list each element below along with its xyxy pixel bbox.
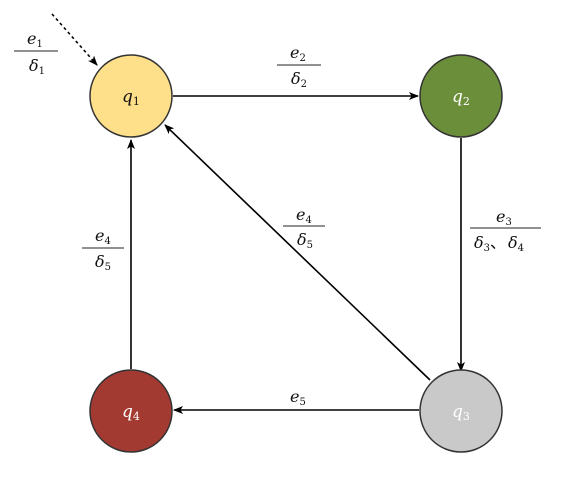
state-q1-circle — [89, 54, 173, 138]
state-q4: q4 — [89, 369, 173, 453]
state-q3: q3 — [419, 369, 503, 453]
label-q1-q2-bottom: δ2 — [291, 69, 307, 90]
label-initial-top: e1 — [27, 29, 43, 50]
label-q2-q3: e3 δ3、δ4 — [470, 207, 541, 254]
state-q1: q1 — [89, 54, 173, 138]
state-q4-label: q4 — [122, 402, 140, 423]
state-q4-circle — [89, 369, 173, 453]
label-q4-q1-top: e4 — [95, 226, 111, 247]
label-q3-q4-text: e5 — [290, 387, 306, 408]
state-q2-label: q2 — [452, 87, 470, 108]
label-q1-q2-top: e2 — [290, 43, 306, 64]
label-q3-q1: e4 δ5 — [283, 205, 325, 251]
label-q4-q1-bottom: δ5 — [95, 252, 111, 273]
label-initial-bottom: δ1 — [29, 56, 45, 77]
label-q2-q3-bottom: δ3、δ4 — [474, 233, 524, 254]
state-q2: q2 — [419, 54, 503, 138]
label-q3-q1-top: e4 — [296, 205, 312, 226]
label-q4-q1: e4 δ5 — [82, 226, 124, 273]
edge-q3-q1 — [164, 124, 431, 381]
label-q3-q1-bottom: δ5 — [297, 230, 313, 251]
state-q1-label: q1 — [122, 87, 140, 108]
initial-arrow — [51, 13, 98, 66]
label-q1-q2: e2 δ2 — [277, 43, 321, 90]
state-q2-circle — [419, 54, 503, 138]
state-q3-circle — [419, 369, 503, 453]
label-q3-q4: e5 — [290, 387, 306, 408]
label-initial: e1 δ1 — [14, 29, 58, 77]
label-q2-q3-top: e3 — [496, 207, 512, 228]
state-q3-label: q3 — [452, 402, 470, 423]
